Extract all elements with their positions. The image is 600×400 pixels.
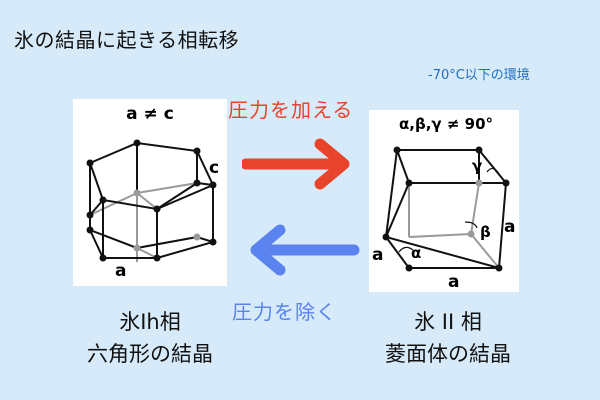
lattice-relation-right: α,β,γ ≠ 90° (399, 115, 493, 133)
ice-ih-caption: 氷Ih相 六角形の結晶 (50, 306, 250, 370)
rhombo-lattice-points (382, 146, 510, 272)
rhombohedral-crystal-panel: α,β,γ ≠ 90° (369, 110, 519, 292)
right-arrow-icon (242, 138, 350, 190)
rhombohedron-figure: α,β,γ ≠ 90° (372, 115, 515, 292)
visible-edges (88, 141, 217, 259)
axis-label-a: a (115, 261, 126, 281)
angle-alpha-label: α (411, 244, 421, 262)
lattice-relation-left: a ≠ c (126, 104, 174, 124)
ice-ih-crystal-type: 六角形の結晶 (87, 342, 213, 366)
lattice-points (86, 139, 217, 262)
ice-ih-phase-name: 氷Ih相 (119, 310, 181, 334)
diagram-title: 氷の結晶に起きる相転移 (14, 28, 240, 52)
remove-pressure-label: 圧力を除く (232, 300, 337, 324)
condition-label: -70°C以下の環境 (428, 68, 530, 83)
hexagonal-crystal-panel: a ≠ c (73, 99, 227, 286)
ice-ii-crystal-type: 菱面体の結晶 (385, 342, 511, 366)
edge-label-bottom: a (448, 272, 459, 292)
angle-gamma-label: γ (472, 157, 482, 175)
rhombo-visible-edges (384, 149, 509, 270)
edge-label-left: a (372, 245, 383, 265)
ice-ii-caption: 氷 II 相 菱面体の結晶 (348, 306, 548, 370)
ice-ii-phase-name: 氷 II 相 (414, 310, 482, 334)
edge-label-right: a (504, 217, 515, 237)
hexagonal-prism-figure: a ≠ c (86, 104, 219, 281)
apply-pressure-label: 圧力を加える (228, 98, 354, 122)
left-arrow-icon (250, 224, 360, 276)
angle-beta-label: β (480, 223, 491, 241)
axis-label-c: c (209, 158, 219, 178)
